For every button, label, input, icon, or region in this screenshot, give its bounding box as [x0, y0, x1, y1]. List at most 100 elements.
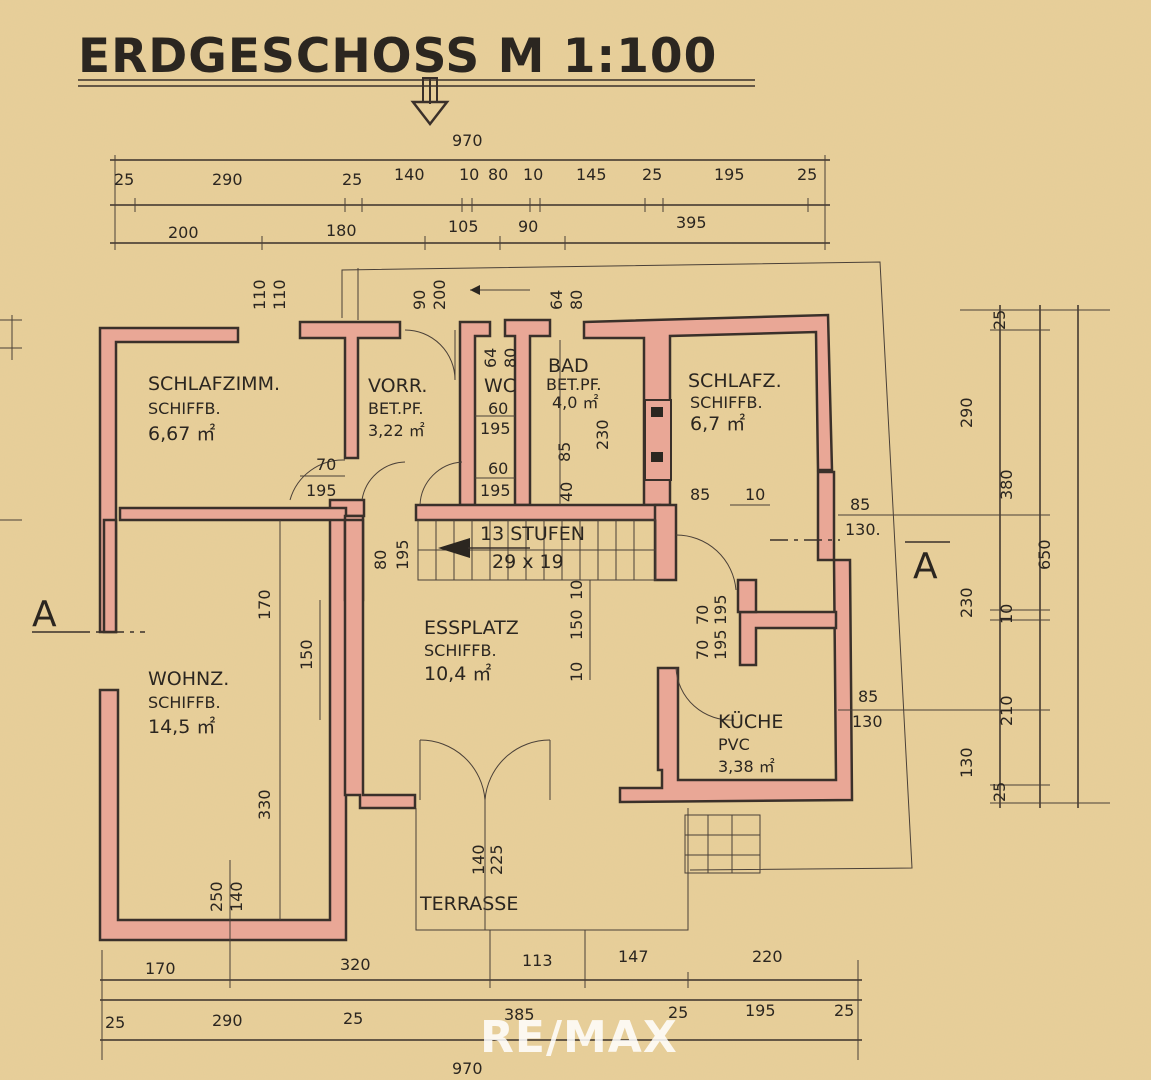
dim-label: 130 [852, 712, 883, 731]
room-schlafzimm: SCHLAFZIMM. SCHIFFB. 6,67 ㎡ [148, 373, 280, 445]
right-dimension-chain: 25 290 230 130 25 380 10 210 650 [957, 305, 1110, 808]
dim-label: 85 [850, 495, 870, 514]
dim-label: 60 [488, 399, 508, 418]
dim-label: 195 [745, 1001, 776, 1020]
room-area: 10,4 ㎡ [424, 662, 491, 685]
stairs-size: 29 x 19 [492, 551, 564, 573]
dim-label: 220 [752, 947, 783, 966]
dim-label: 80 [371, 550, 390, 570]
dim-label: 10 [567, 580, 586, 600]
room-kueche: KÜCHE PVC 3,38 ㎡ [718, 710, 783, 776]
room-area: 6,7 ㎡ [690, 412, 745, 435]
dim-label: 145 [576, 165, 607, 184]
dim-label: 90 [410, 290, 429, 310]
dim-label: 140 [227, 881, 246, 912]
room-area: 3,22 ㎡ [368, 421, 425, 440]
section-mark-right: A [770, 539, 950, 587]
dim-label: 85 [858, 687, 878, 706]
dim-label: 140 [394, 165, 425, 184]
dim-label: 25 [105, 1013, 125, 1032]
dim-label: 290 [212, 1011, 243, 1030]
dim-label: 25 [834, 1001, 854, 1020]
left-edge-marks [0, 315, 22, 521]
dim-label: 290 [957, 397, 976, 428]
dim-label: 147 [618, 947, 649, 966]
section-letter: A [913, 546, 938, 587]
dim-label: 40 [557, 482, 576, 502]
dim-label: 80 [501, 348, 520, 368]
room-name: ESSPLATZ [424, 617, 519, 639]
room-name: SCHLAFZIMM. [148, 373, 280, 395]
dim-label: 230 [957, 587, 976, 618]
dim-label: 25 [990, 310, 1009, 330]
dim-label: 80 [488, 165, 508, 184]
dim-label: 210 [997, 695, 1016, 726]
dim-label: 85 [555, 442, 574, 462]
dim-label: 10 [567, 662, 586, 682]
room-floor: BET.PF. [546, 375, 601, 394]
chimney [644, 399, 672, 481]
dim-label: 195 [480, 419, 511, 438]
room-wohnz: WOHNZ. SCHIFFB. 14,5 ㎡ [148, 668, 229, 738]
dim-label: 60 [488, 459, 508, 478]
section-mark-left: A [32, 594, 145, 635]
room-area: 6,67 ㎡ [148, 422, 215, 445]
room-floor: PVC [718, 735, 750, 754]
room-name: KÜCHE [718, 710, 783, 733]
dim-label: 200 [168, 223, 199, 242]
dim-label: 25 [114, 170, 134, 189]
dim-label: 25 [342, 170, 362, 189]
dim-label: 170 [255, 589, 274, 620]
dim-label: 25 [642, 165, 662, 184]
dim-label: 140 [469, 844, 488, 875]
dim-label: 25 [343, 1009, 363, 1028]
room-area: 14,5 ㎡ [148, 715, 215, 738]
stairs-label: 13 STUFEN [480, 523, 585, 545]
remax-watermark-logo: RE/MAX [480, 1012, 678, 1063]
terrace-outline [415, 808, 689, 980]
dim-label: 110 [270, 279, 289, 310]
staircase: 13 STUFEN 29 x 19 [417, 519, 657, 581]
room-floor: SCHIFFB. [424, 641, 497, 660]
dim-label: 170 [145, 959, 176, 978]
dim-label: 130 [957, 747, 976, 778]
dim-label: 10 [523, 165, 543, 184]
dim-label: 10 [459, 165, 479, 184]
dim-label: 200 [430, 279, 449, 310]
section-letter: A [32, 594, 57, 635]
dim-label: 64 [481, 348, 500, 368]
bottom-dimension-chain: 170 320 113 147 220 25 290 25 385 25 195… [100, 947, 862, 1078]
dim-label: 25 [797, 165, 817, 184]
room-wc: WC [484, 375, 516, 397]
dim-label: 70 [693, 605, 712, 625]
room-floor: SCHIFFB. [148, 693, 221, 712]
dim-label: 70 [316, 455, 336, 474]
dim-bottom-total: 970 [452, 1059, 483, 1078]
dim-label: 195 [714, 165, 745, 184]
dim-label: 70 [693, 640, 712, 660]
terrace-steps [684, 814, 761, 874]
top-dimension-chain: 970 25 290 25 140 10 80 10 145 25 195 25… [110, 131, 830, 250]
dim-label: 105 [448, 217, 479, 236]
roof-outline [341, 261, 913, 871]
interior-dimensions: 110 110 90 200 64 80 64 80 60 195 60 195… [207, 279, 1000, 985]
dim-label: 250 [207, 881, 226, 912]
room-terrasse: TERRASSE [419, 893, 518, 915]
dim-right-total: 650 [1035, 539, 1054, 570]
dim-label: 85 [690, 485, 710, 504]
room-floor: SCHIFFB. [690, 393, 763, 412]
dim-label: 195 [711, 629, 730, 660]
dim-label: 195 [306, 481, 337, 500]
dim-label: 90 [518, 217, 538, 236]
room-vorr: VORR. BET.PF. 3,22 ㎡ [368, 375, 427, 440]
dim-label: 180 [326, 221, 357, 240]
dim-label: 290 [212, 170, 243, 189]
dim-label: 385 [504, 1005, 535, 1024]
dim-label: 25 [990, 782, 1009, 802]
dim-top-total: 970 [452, 131, 483, 150]
room-name: VORR. [368, 375, 427, 397]
dim-label: 195 [393, 539, 412, 570]
room-area: 4,0 ㎡ [552, 393, 599, 412]
dim-label: 320 [340, 955, 371, 974]
